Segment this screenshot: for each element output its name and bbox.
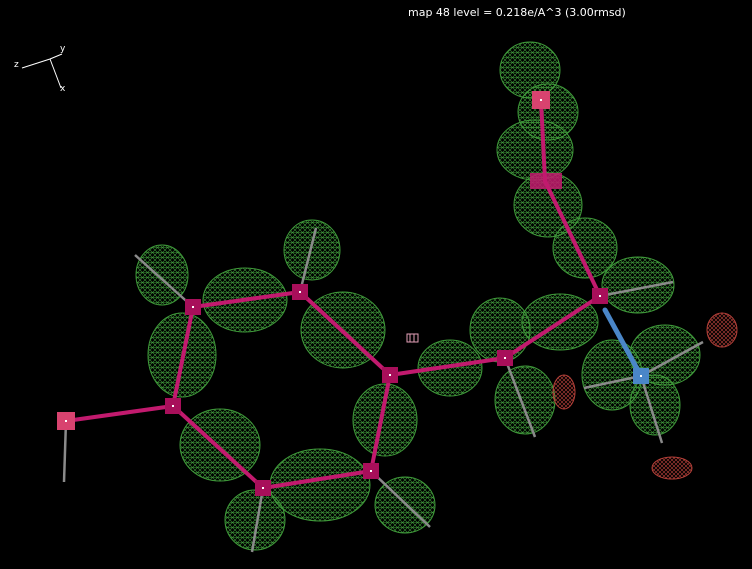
h-bond [583,374,642,390]
negative-blob [706,312,738,348]
bond [171,305,195,408]
axis-label-x: x [60,84,66,94]
bond [503,294,602,360]
bond [171,404,265,490]
hydrogen-bonds [62,227,704,553]
density-blob [601,256,675,314]
density-mesh-positive [135,41,701,551]
bond [369,373,392,473]
atom-center-dot [599,295,601,297]
bond-nitrogen [602,307,644,379]
h-bond [640,340,704,378]
h-bond [370,470,431,528]
density-blob [494,365,556,435]
bond [261,469,373,490]
atom-center-dot [504,357,506,359]
negative-blob [552,374,576,410]
density-blob [179,408,261,482]
atom-center-dot [540,99,542,101]
axis-label-y: y [60,44,66,54]
h-bond [298,227,318,293]
atom-pair[interactable] [530,173,562,189]
atoms[interactable] [57,91,649,496]
atom-center-dot [299,291,301,293]
atom-center-dot [172,405,174,407]
bond [64,404,175,423]
density-blob [352,383,418,457]
density-mesh-negative [552,312,738,480]
h-bond [62,420,68,483]
atom-center-dot [192,306,194,308]
atom-center-dot [640,375,642,377]
h-bond [599,280,674,298]
density-blob [496,119,574,181]
bond [191,290,302,309]
atom-center-dot [370,470,372,472]
h-bond [503,357,537,438]
h-bond [250,487,265,553]
bond [543,179,602,298]
axis-label-z: z [14,60,19,70]
atom-center-dot [389,374,391,376]
density-blob [283,219,341,281]
bond [539,98,547,183]
bond [388,356,507,377]
h-bond [134,254,194,308]
axis-triad-icon [21,53,63,89]
map-level-status: map 48 level = 0.218e/A^3 (3.00rmsd) [408,6,626,19]
atom-center-dot [65,420,67,422]
h-bond [639,375,664,444]
bonds [64,98,602,490]
density-blob [629,374,681,436]
bond [298,290,392,377]
atom-center-dot [262,487,264,489]
unit-cell-marker-icon [406,333,419,343]
negative-blob [651,456,693,480]
